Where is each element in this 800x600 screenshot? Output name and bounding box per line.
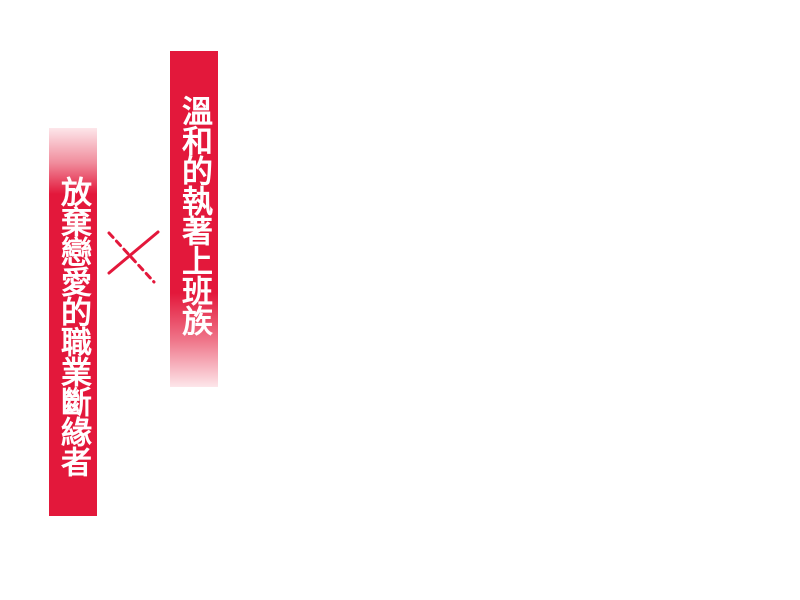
versus-x-icon: [107, 230, 160, 284]
cross-solid-stroke: [107, 230, 160, 275]
left-banner-text: 放棄戀愛的職業斷緣者: [55, 176, 91, 476]
left-banner: 放棄戀愛的職業斷緣者: [49, 128, 97, 516]
cross-dashed-stroke: [107, 231, 156, 284]
right-banner-text: 溫和的執著上班族: [176, 95, 212, 335]
right-banner: 溫和的執著上班族: [170, 51, 218, 387]
